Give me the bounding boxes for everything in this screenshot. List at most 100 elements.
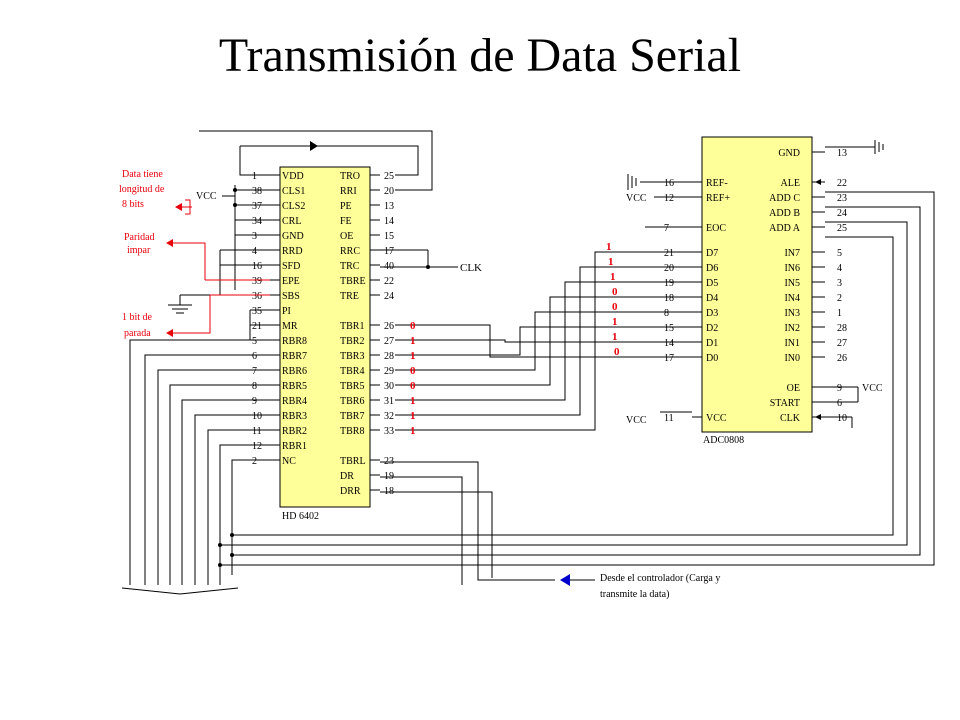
hd6402-pin-name: RBR6 <box>282 366 307 377</box>
adc-bit-value: 0 <box>612 286 618 298</box>
hd6402-pin-number: 15 <box>384 231 394 242</box>
adc-left-wiring <box>627 174 692 413</box>
hd6402-pin-name: RBR5 <box>282 381 307 392</box>
adc0808-pin-name: IN5 <box>784 278 800 289</box>
hd6402-pin-name: RBR4 <box>282 396 307 407</box>
hd6402-pin-name: RBR8 <box>282 336 307 347</box>
hd6402-pin-number: 21 <box>252 321 262 332</box>
hd6402-pin-number: 27 <box>384 336 394 347</box>
hd6402-pin-name: TBRL <box>340 456 366 467</box>
hd6402-pin-name: TRE <box>340 291 359 302</box>
hd6402-pin-name: TBR4 <box>340 366 364 377</box>
tbr-bit-value: 0 <box>410 365 416 377</box>
adc0808-pin-number: 4 <box>837 263 842 274</box>
adc0808-pin-name: IN2 <box>784 323 800 334</box>
hd6402-pin-number: 30 <box>384 381 394 392</box>
vcc-label-oe: VCC <box>862 383 883 394</box>
data-length-note-1: Data tiene <box>122 169 163 180</box>
page-title: Transmisión de Data Serial <box>218 29 742 82</box>
adc0808-name: ADC0808 <box>703 435 744 446</box>
adc-bit-value: 1 <box>612 316 618 328</box>
hd6402-pin-number: 8 <box>252 381 257 392</box>
hd6402-pin-number: 22 <box>384 276 394 287</box>
adc0808-pin-name: REF+ <box>706 193 730 204</box>
control-return-wires <box>218 191 935 567</box>
hd6402-pin-name: RBR2 <box>282 426 307 437</box>
adc0808-pin-number: 27 <box>837 338 847 349</box>
hd6402-pin-name: VDD <box>282 171 304 182</box>
adc-bit-value: 1 <box>608 256 614 268</box>
adc0808-pin-name: D3 <box>706 308 718 319</box>
adc0808-pin-name: ADD B <box>769 208 800 219</box>
hd6402-pin-number: 25 <box>384 171 394 182</box>
hd6402-pin-number: 13 <box>384 201 394 212</box>
hd6402-pin-name: PI <box>282 306 291 317</box>
hd6402-pin-name: DR <box>340 471 354 482</box>
tbr-bit-value: 1 <box>410 335 416 347</box>
hd6402-pin-name: EPE <box>282 276 300 287</box>
hd6402-pin-name: RRI <box>340 186 357 197</box>
hd6402-pin-name: MR <box>282 321 298 332</box>
adc0808-pin-name: IN6 <box>784 263 800 274</box>
data-bus-wires <box>395 251 692 431</box>
hd6402-pin-name: SFD <box>282 261 300 272</box>
hd6402-pin-name: OE <box>340 231 353 242</box>
adc0808-pin-number: 1 <box>837 308 842 319</box>
adc0808-pin-name: D0 <box>706 353 718 364</box>
parity-note-1: Paridad <box>124 232 155 243</box>
adc0808-pin-number: 9 <box>837 383 842 394</box>
hd6402-pin-name: RRC <box>340 246 360 257</box>
hd6402-pin-number: 26 <box>384 321 394 332</box>
hd6402-pin-name: GND <box>282 231 304 242</box>
adc-bit-value: 0 <box>614 346 620 358</box>
adc0808-pin-number: 20 <box>664 263 674 274</box>
adc0808-pin-name: GND <box>778 148 800 159</box>
hd6402-pin-name: RBR7 <box>282 351 307 362</box>
hd6402-pin-name: TBR7 <box>340 411 364 422</box>
vcc-label-chip1: VCC <box>196 191 217 202</box>
hd6402-pin-number: 16 <box>252 261 262 272</box>
vcc-label-adc-vcc: VCC <box>626 415 647 426</box>
hd6402-pin-number: 6 <box>252 351 257 362</box>
adc0808-pin-name: REF- <box>706 178 728 189</box>
hd6402-pin-number: 11 <box>252 426 262 437</box>
tbr-bit-value: 1 <box>410 395 416 407</box>
adc-right-wiring <box>815 140 884 428</box>
adc0808-pin-name: IN4 <box>784 293 800 304</box>
adc0808-pin-number: 21 <box>664 248 674 259</box>
hd6402-chip <box>279 166 371 508</box>
hd6402-pin-name: RBR3 <box>282 411 307 422</box>
adc0808-pin-name: CLK <box>780 413 801 424</box>
data-length-note-2: longitud de <box>119 184 165 195</box>
adc0808-pin-name: D6 <box>706 263 718 274</box>
adc0808-pin-name: EOC <box>706 223 726 234</box>
adc0808-pin-name: ALE <box>781 178 800 189</box>
adc0808-pin-number: 23 <box>837 193 847 204</box>
hd6402-pin-number: 4 <box>252 246 257 257</box>
hd6402-pin-name: RRD <box>282 246 303 257</box>
adc0808-pin-name: ADD A <box>769 223 801 234</box>
adc0808-pin-number: 24 <box>837 208 847 219</box>
hd6402-pin-name: TRC <box>340 261 360 272</box>
hd6402-pin-number: 3 <box>252 231 257 242</box>
hd6402-pin-name: CRL <box>282 216 301 227</box>
adc0808-pin-name: OE <box>787 383 800 394</box>
adc0808-pin-number: 3 <box>837 278 842 289</box>
hd6402-pin-number: 2 <box>252 456 257 467</box>
hd6402-pin-number: 39 <box>252 276 262 287</box>
controller-note-1: Desde el controlador (Carga y <box>600 573 720 584</box>
hd6402-pin-name: TBR5 <box>340 381 364 392</box>
hd6402-name: HD 6402 <box>282 511 319 522</box>
hd6402-pin-name: TBRE <box>340 276 366 287</box>
adc0808-pin-name: D1 <box>706 338 718 349</box>
hd6402-pin-number: 5 <box>252 336 257 347</box>
adc0808-pin-number: 17 <box>664 353 674 364</box>
hd6402-pin-name: CLS2 <box>282 201 305 212</box>
hd6402-pin-number: 28 <box>384 351 394 362</box>
hd6402-pin-number: 10 <box>252 411 262 422</box>
adc0808-pin-number: 12 <box>664 193 674 204</box>
